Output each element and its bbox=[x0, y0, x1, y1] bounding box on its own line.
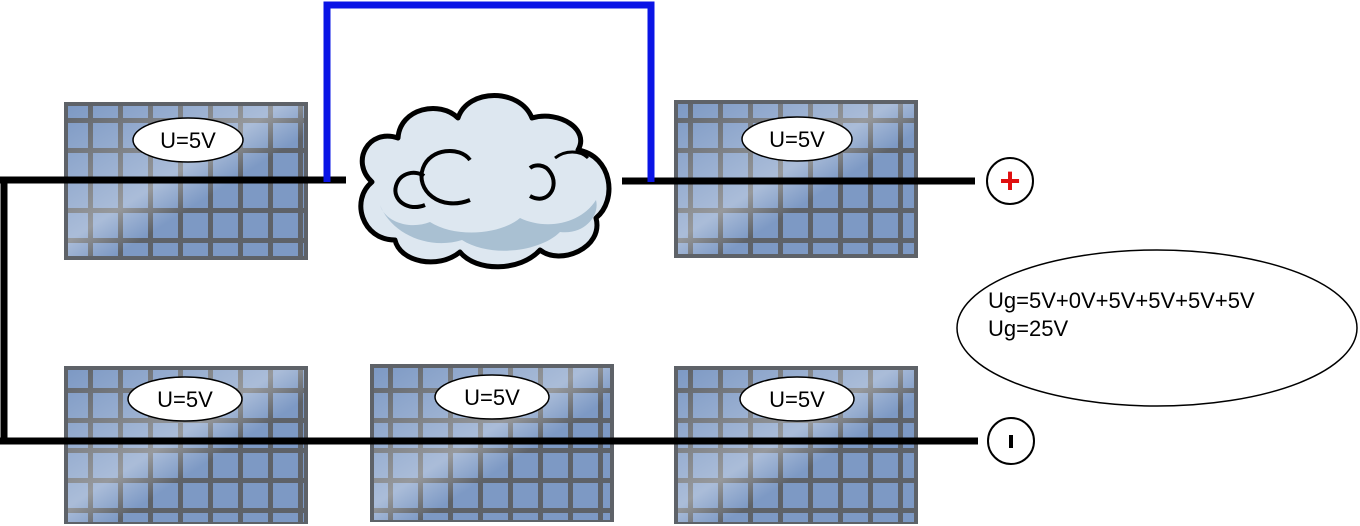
minus-sign bbox=[1009, 435, 1013, 448]
panel-voltage-bubble bbox=[434, 374, 550, 420]
equation-line-1: Ug=5V+0V+5V+5V+5V+5V bbox=[988, 288, 1255, 313]
panel-voltage-bubble bbox=[741, 116, 853, 162]
cloud-icon bbox=[358, 93, 612, 270]
equation-bubble: Ug=5V+0V+5V+5V+5V+5V Ug=25V bbox=[956, 249, 1358, 407]
solar-panel-bottom-right: U=5V bbox=[674, 366, 918, 524]
panel-voltage-label: U=5V bbox=[464, 385, 520, 410]
plus-sign: + bbox=[999, 160, 1020, 201]
panel-voltage-bubble bbox=[132, 117, 244, 163]
bypass-wire bbox=[323, 1, 655, 182]
panel-voltage-label: U=5V bbox=[160, 128, 216, 153]
panel-voltage-label: U=5V bbox=[769, 127, 825, 152]
panel-voltage-bubble bbox=[739, 376, 855, 422]
panel-voltage-label: U=5V bbox=[157, 387, 213, 412]
series-wiring bbox=[0, 176, 978, 445]
equation-line-2: Ug=25V bbox=[988, 316, 1068, 341]
negative-terminal bbox=[987, 417, 1035, 465]
panel-voltage-label: U=5V bbox=[769, 387, 825, 412]
positive-terminal: + bbox=[986, 157, 1034, 205]
panel-voltage-bubble bbox=[127, 376, 243, 422]
solar-panel-bottom-left: U=5V bbox=[64, 366, 308, 524]
